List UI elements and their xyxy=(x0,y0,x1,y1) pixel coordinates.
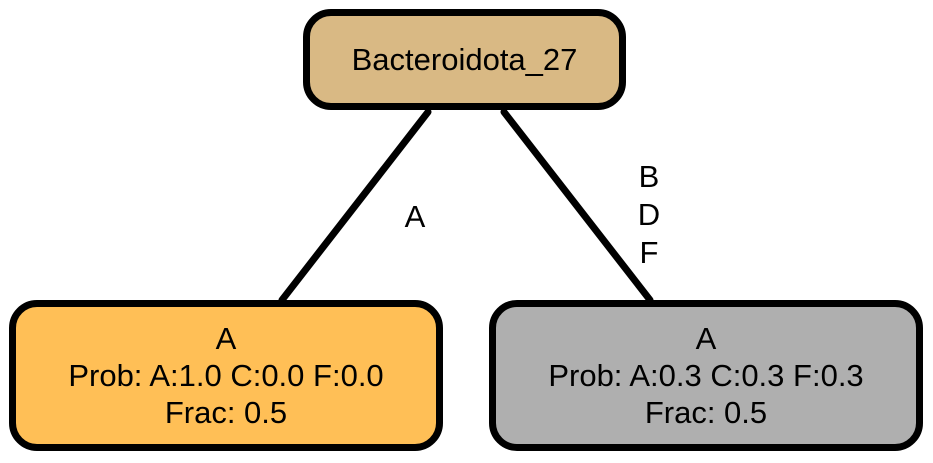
edge-left-label-line: A xyxy=(404,199,426,234)
root-node-label: Bacteroidota_27 xyxy=(351,42,578,77)
edge-right-label-line: B xyxy=(638,159,660,194)
left-node-prob: Prob: A:1.0 C:0.0 F:0.0 xyxy=(68,358,384,393)
edge-root-to-right xyxy=(500,108,654,304)
right-node-title: A xyxy=(695,321,717,356)
right-child-node: A Prob: A:0.3 C:0.3 F:0.3 Frac: 0.5 xyxy=(489,300,923,451)
edge-left-label: A xyxy=(398,198,432,236)
right-node-prob: Prob: A:0.3 C:0.3 F:0.3 xyxy=(548,358,864,393)
edge-right-label: B D F xyxy=(632,158,666,272)
edge-right-label-line: F xyxy=(639,235,659,270)
root-node: Bacteroidota_27 xyxy=(303,9,626,110)
edge-root-to-left xyxy=(278,108,432,304)
left-node-frac: Frac: 0.5 xyxy=(164,395,288,430)
left-node-title: A xyxy=(215,321,237,356)
right-node-frac: Frac: 0.5 xyxy=(644,395,768,430)
edge-right-label-line: D xyxy=(637,197,661,232)
left-child-node: A Prob: A:1.0 C:0.0 F:0.0 Frac: 0.5 xyxy=(9,300,443,451)
